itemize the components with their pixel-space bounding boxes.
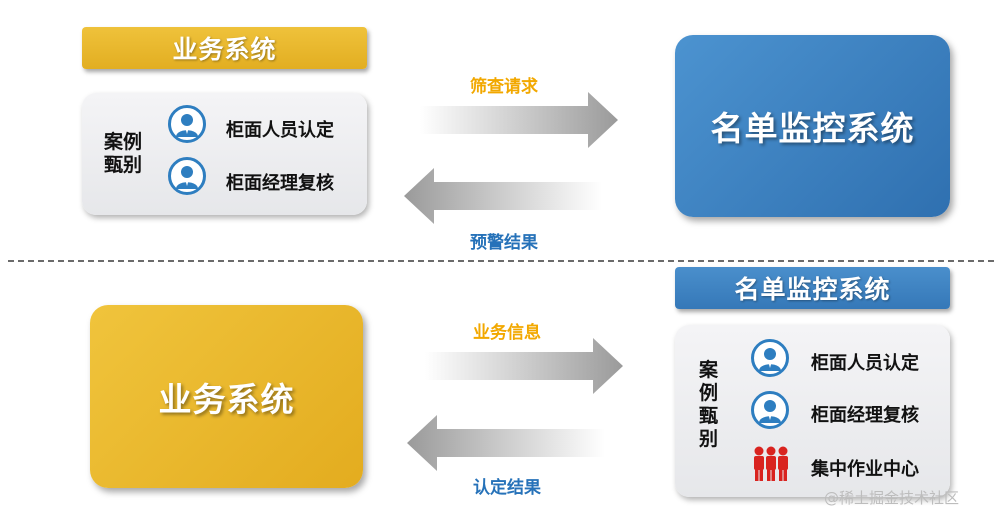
case-screening-label: 案 例 甄 别 (699, 359, 719, 450)
left-arrow-icon (407, 415, 605, 471)
list-monitoring-system-header: 名单监控系统 (675, 267, 950, 309)
monitoring-case-panel: 案 例 甄 别 柜面人员认定 柜面经理复核 (675, 325, 950, 497)
item-counter-staff-confirm: 柜面人员认定 (226, 120, 334, 141)
case-screening-label: 案例 甄别 (104, 131, 143, 176)
screening-request-label: 筛查请求 (470, 77, 538, 97)
left-arrow-icon (404, 168, 602, 224)
item-central-operation-center: 集中作业中心 (811, 459, 919, 480)
person-icon (168, 157, 206, 195)
list-monitoring-system-box: 名单监控系统 (675, 35, 950, 217)
item-counter-manager-review: 柜面经理复核 (811, 405, 919, 426)
business-info-label: 业务信息 (473, 323, 541, 343)
item-counter-staff-confirm: 柜面人员认定 (811, 353, 919, 374)
alert-result-label: 预警结果 (470, 233, 538, 253)
business-system-box: 业务系统 (90, 305, 363, 488)
business-system-header: 业务系统 (82, 27, 367, 69)
watermark: @稀土掘金技术社区 (824, 489, 960, 507)
right-arrow-icon (420, 92, 618, 148)
item-counter-manager-review: 柜面经理复核 (226, 173, 334, 194)
group-icon (754, 446, 788, 481)
person-icon (751, 339, 789, 377)
person-icon (751, 391, 789, 429)
right-arrow-icon (425, 338, 623, 394)
section-divider (8, 260, 994, 262)
business-case-panel: 案例 甄别 柜面人员认定 柜面经理复核 (82, 93, 367, 215)
confirm-result-label: 认定结果 (473, 478, 541, 498)
person-icon (168, 105, 206, 143)
